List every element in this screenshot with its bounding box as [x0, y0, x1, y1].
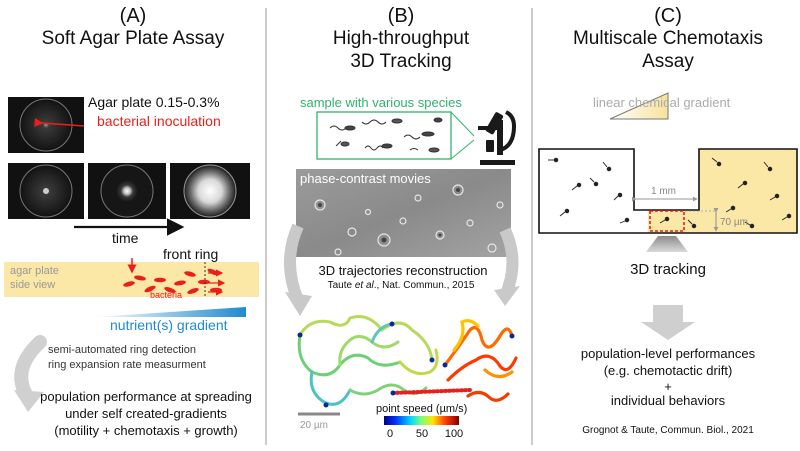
citation-taute-etal: et al [354, 280, 374, 291]
side-view-label-2: side view [10, 279, 56, 291]
nutrient-gradient-wedge [94, 307, 246, 317]
bacteria-cells [123, 268, 222, 294]
panel-a-tag: (A) [119, 5, 147, 27]
tracking-region [649, 210, 685, 232]
chemical-gradient-wedge [609, 92, 669, 120]
citation-taute-suffix: ., Nat. Commun., 2015 [373, 280, 475, 291]
device-bacteria [548, 157, 792, 229]
outcome-c-plus: + [664, 379, 672, 394]
citation-grognot: Grognot & Taute, Commun. Biol., 2021 [582, 425, 754, 436]
citation-taute-prefix: Taute [327, 280, 355, 291]
front-ring-label: front ring [163, 246, 219, 262]
panel-c-title-line-2: Assay [642, 51, 694, 72]
channel-depth-label: 70 µm [720, 217, 748, 228]
panel-a-plates [8, 97, 250, 219]
tracking-arrow-left [284, 223, 304, 303]
fast-trajectory [391, 388, 472, 395]
outcome-c-line-2: (e.g. chemotactic drift) [603, 363, 733, 378]
speed-colorbar [384, 416, 459, 425]
tracking-down-arrow [641, 305, 695, 340]
trajectories-left [297, 315, 439, 406]
scale-bar-label: 20 µm [300, 420, 328, 431]
phase-contrast-cells [314, 184, 504, 256]
ring-expansion-label: ring expansion rate measurment [48, 359, 206, 371]
time-label: time [112, 230, 139, 246]
panel-c-tag: (C) [654, 5, 682, 27]
ring-detection-label: semi-automated ring detection [48, 344, 196, 356]
side-view-label-1: agar plate [10, 265, 59, 277]
microscope-icon [478, 110, 517, 165]
trajectories-right [443, 319, 518, 402]
bacteria-label: bacteria [150, 290, 183, 300]
inoculation-label: bacterial inoculation [97, 113, 221, 129]
speed-colorbar-label: point speed (µm/s) [376, 403, 468, 415]
panel-b-title-line-1: High-throughput [332, 28, 470, 49]
panel-a-title: Soft Agar Plate Assay [41, 28, 225, 49]
speed-tick-100: 100 [444, 428, 464, 440]
sample-label: sample with various species [300, 95, 462, 110]
nutrient-gradient-label: nutrient(s) gradient [110, 317, 228, 333]
phase-contrast-image [296, 169, 511, 257]
movies-label: phase-contrast movies [300, 171, 431, 186]
citation-taute: Taute et al., Nat. Commun., 2015 [328, 280, 475, 291]
speed-tick-0: 0 [386, 428, 394, 440]
tracking-label: 3D tracking [630, 261, 706, 278]
inoculation-arrow [34, 117, 85, 127]
panel-b-tag: (B) [387, 5, 415, 27]
outcome-a-line-3: (motility + chemotaxis + growth) [54, 423, 238, 438]
chemical-gradient-label: linear chemical gradient [593, 95, 731, 110]
outcome-c-line-3: individual behaviors [610, 393, 726, 408]
channel-width-label: 1 mm [651, 186, 676, 197]
speed-tick-50: 50 [415, 428, 429, 440]
tracking-funnel [646, 236, 688, 252]
outcome-a-line-1: population performance at spreading [40, 389, 252, 404]
panel-b-title-line-2: 3D Tracking [350, 51, 452, 72]
tracking-arrow-right [499, 227, 519, 299]
outcome-a-line-2: under self created-gradients [65, 406, 227, 421]
agar-plate-label: Agar plate 0.15-0.3% [88, 94, 220, 110]
analysis-arrow-a [14, 335, 47, 405]
reconstruction-label: 3D trajectories reconstruction [318, 263, 488, 278]
outcome-c-line-1: population-level performances [580, 346, 756, 361]
sample-bacteria [329, 117, 443, 153]
panel-c-title-line-1: Multiscale Chemotaxis [572, 28, 764, 49]
